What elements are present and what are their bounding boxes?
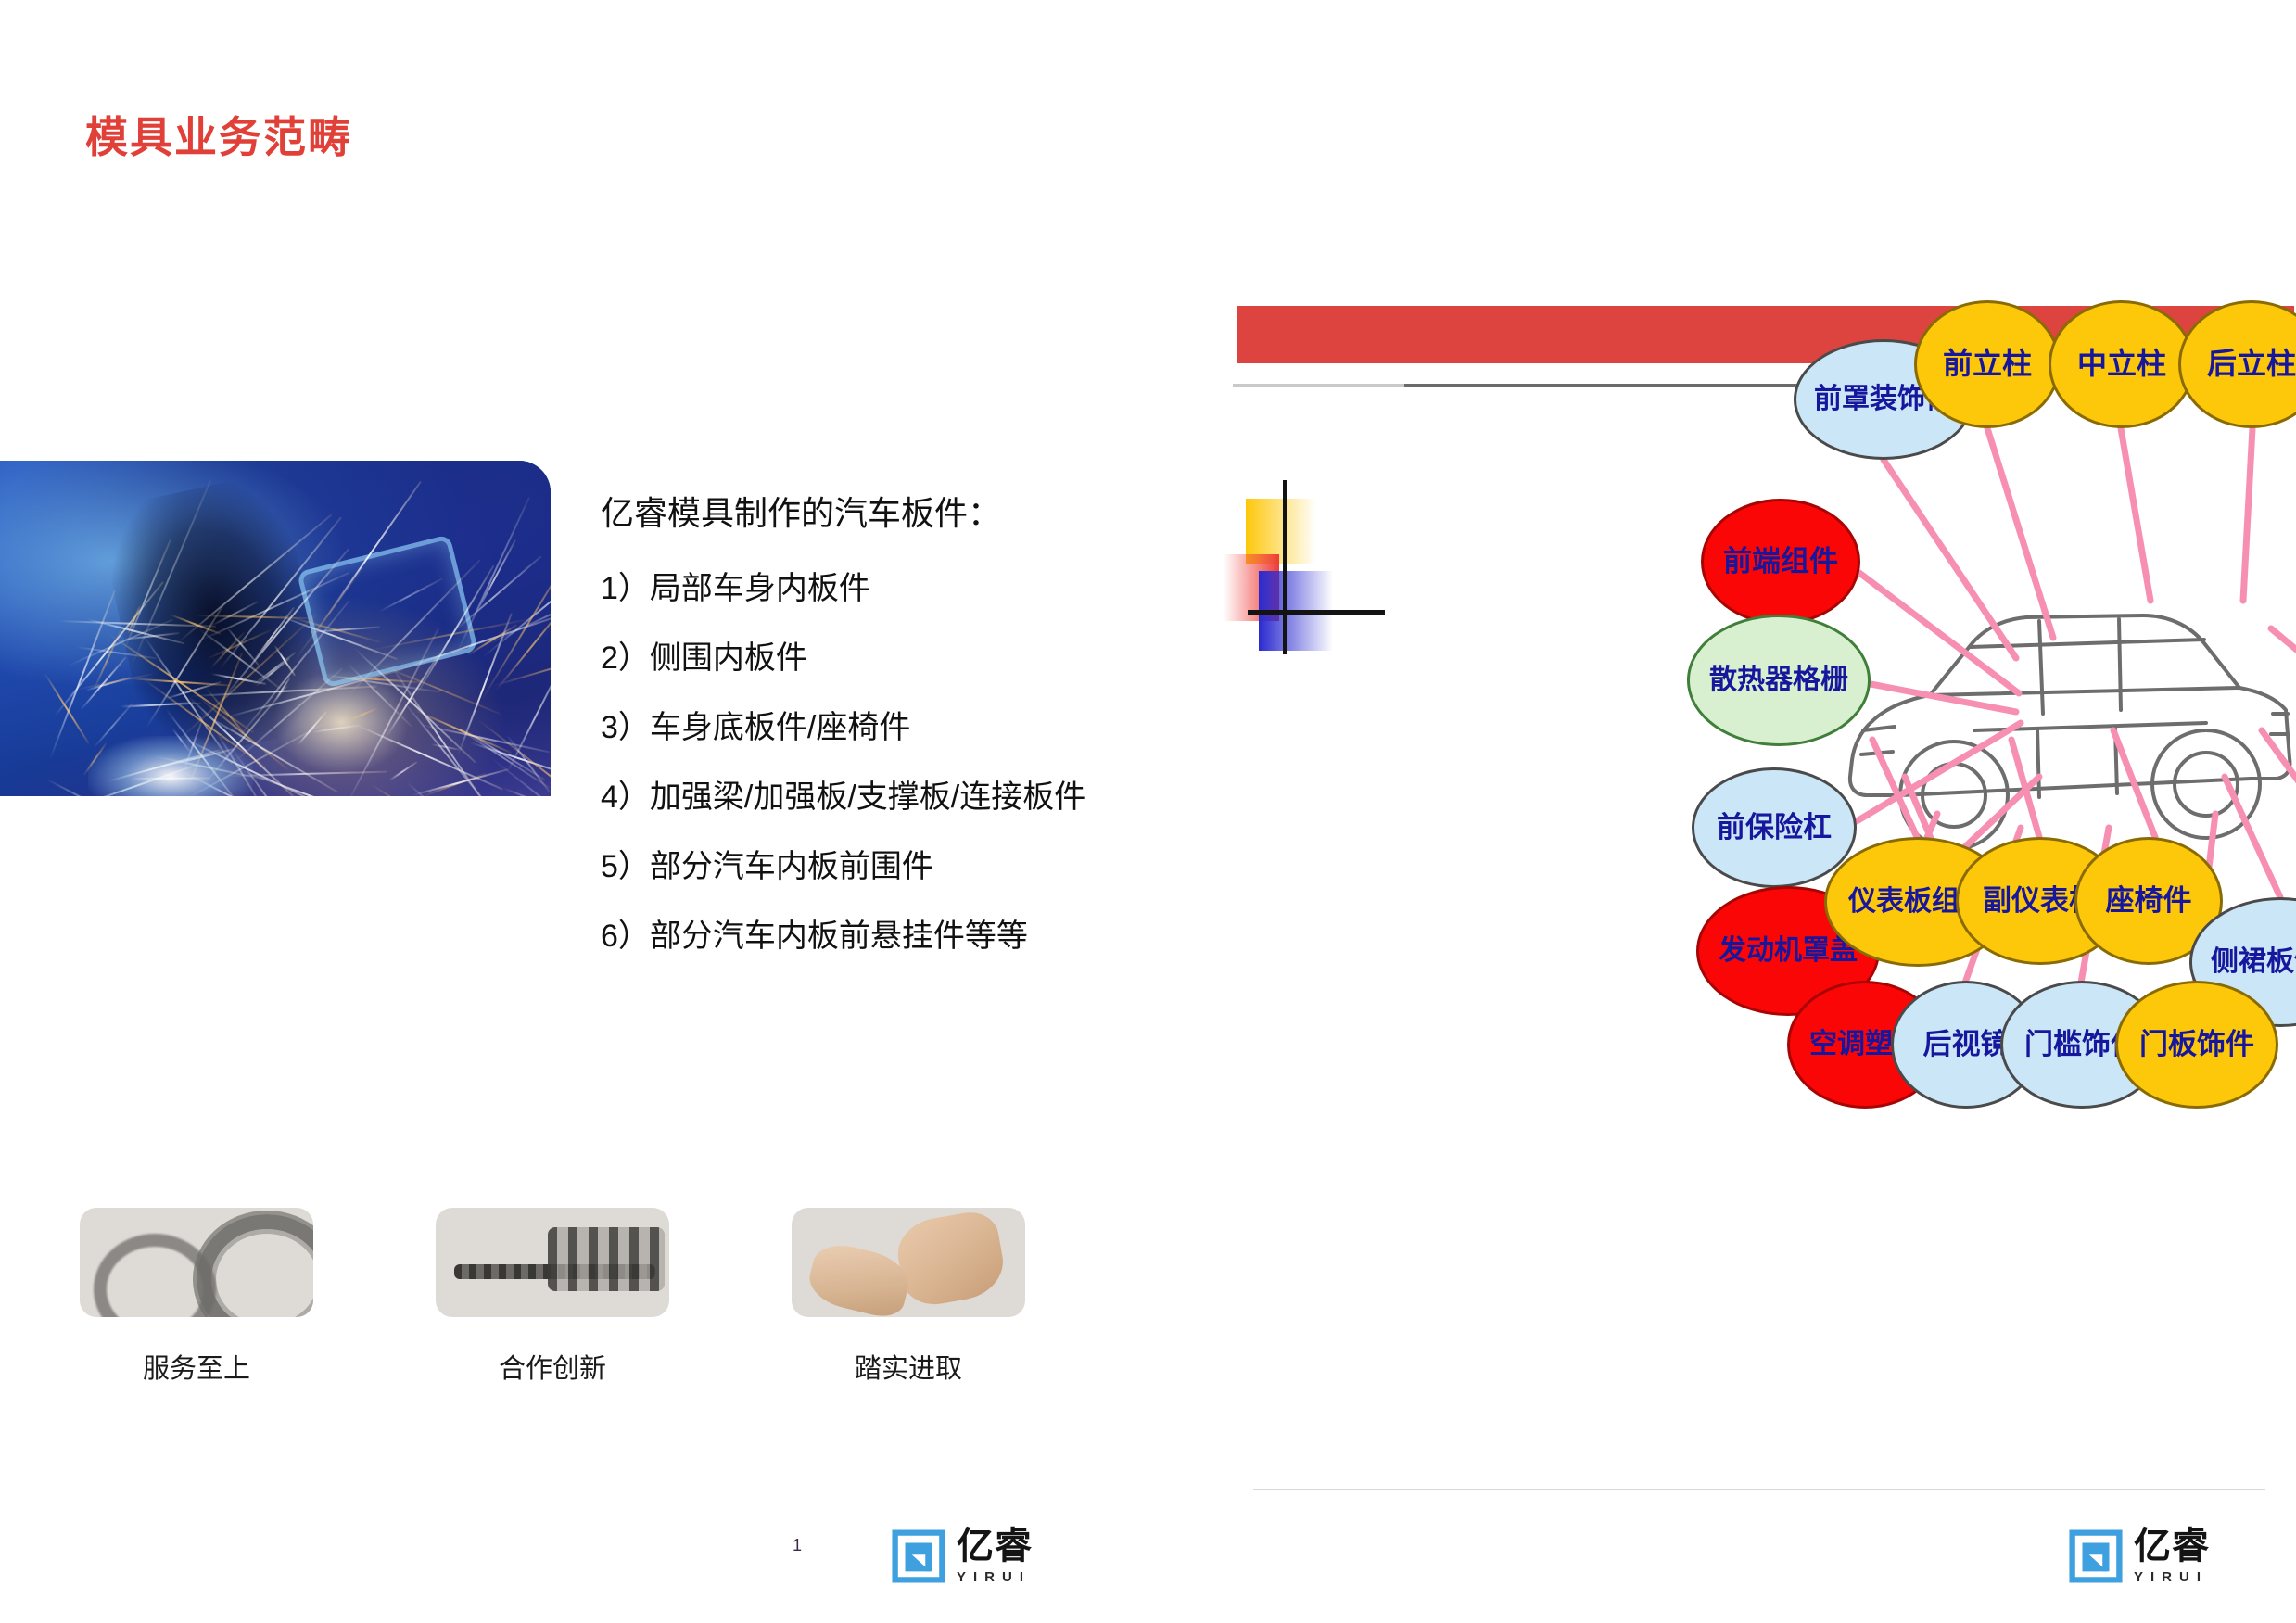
logo-en-text: YIRUI [2134, 1569, 2209, 1585]
diagram-node-front-pillar[interactable]: 前立柱 [1914, 300, 2061, 428]
list-item: 2）侧围内板件 [601, 640, 807, 676]
company-logo: 亿睿 YIRUI [892, 1528, 1033, 1584]
diagram-node-label: 散热器格栅 [1709, 665, 1848, 696]
diagram-node-label: 后视镜 [1922, 1027, 2010, 1060]
connector-line [2221, 773, 2284, 901]
connector-line [1856, 569, 2023, 697]
page-title: 模具业务范畴 [85, 113, 352, 161]
logo-cn-text: 亿睿 [957, 1526, 1033, 1566]
value-card: 踏实进取 [792, 1208, 1025, 1386]
diagram-node-label: 中立柱 [2076, 347, 2166, 381]
yirui-mark-icon [892, 1528, 945, 1583]
diagram-node-front-end-module[interactable]: 前端组件 [1701, 499, 1860, 625]
diagram-node-label: 门板饰件 [2139, 1027, 2254, 1060]
list-item: 4）加强梁/加强板/支撑板/连接板件 [601, 780, 1086, 815]
diagram-node-door-panel-trim[interactable]: 门板饰件 [2115, 981, 2278, 1109]
value-card: 服务至上 [80, 1208, 313, 1386]
logo-wordmark: 亿睿 YIRUI [2134, 1528, 2210, 1584]
company-logo: 亿睿 YIRUI [2069, 1528, 2210, 1584]
connector-line [1853, 719, 2024, 825]
list-item: 6）部分汽车内板前悬挂件等等 [601, 919, 1028, 954]
assembly-line-photo-icon [436, 1208, 669, 1317]
sedan-car-outline [1847, 614, 2292, 851]
diagram-node-label: 前保险杠 [1717, 810, 1832, 843]
diagram-node-label: 后立柱 [2206, 347, 2296, 381]
drafting-hands-photo-icon [792, 1208, 1025, 1317]
connector-line [2239, 425, 2256, 604]
page-number: 1 [793, 1536, 803, 1554]
yirui-mark-icon [2069, 1528, 2123, 1583]
car-parts-diagram: 前罩装饰件前立柱中立柱后立柱行李箱 饰件前端组件散热器格栅后保险杠前保险杠轮盖装… [1224, 295, 2296, 1481]
list-item: 1）局部车身内板件 [601, 571, 870, 606]
gears-photo-icon [80, 1208, 313, 1317]
value-card-label: 服务至上 [142, 1354, 250, 1384]
parts-list-heading: 亿睿模具制作的汽车板件： [601, 494, 1002, 532]
connector-line [1984, 425, 2057, 641]
connector-line [2258, 727, 2296, 784]
photo-weld-flash [88, 735, 254, 796]
diagram-node-label: 发动机罩盖 [1719, 935, 1858, 967]
diagram-node-radiator-grille[interactable]: 散热器格栅 [1687, 615, 1871, 746]
diagram-node-rear-pillar[interactable]: 后立柱 [2178, 300, 2296, 428]
logo-wordmark: 亿睿 YIRUI [957, 1528, 1033, 1584]
welding-sparks-photo [0, 461, 551, 796]
value-cards-row: 服务至上 合作创新 踏实进取 [80, 1208, 1062, 1386]
diagram-node-label: 座椅件 [2105, 883, 2192, 917]
diagram-node-label: 前立柱 [1942, 347, 2032, 381]
value-card-label: 合作创新 [498, 1354, 606, 1384]
connector-line [1867, 680, 2020, 716]
connector-line [2117, 425, 2154, 604]
diagram-node-front-bumper[interactable]: 前保险杠 [1692, 767, 1857, 888]
decorative-squares-icon [1224, 480, 1385, 654]
connector-line [2267, 625, 2296, 654]
list-item: 3）车身底板件/座椅件 [601, 710, 911, 745]
list-item: 5）部分汽车内板前围件 [601, 849, 933, 884]
connector-line [1869, 736, 1921, 841]
parts-list-block: 亿睿模具制作的汽车板件： 1）局部车身内板件 2）侧围内板件 3）车身底板件/座… [601, 487, 1212, 980]
diagram-node-label: 前端组件 [1723, 544, 1838, 577]
value-card-label: 踏实进取 [854, 1354, 962, 1384]
connector-line [1880, 456, 2020, 662]
diagram-node-label: 侧裙板饰件 [2211, 946, 2296, 978]
value-card: 合作创新 [436, 1208, 669, 1386]
footer-divider [1253, 1489, 2265, 1490]
connector-line [2110, 727, 2159, 841]
connector-line [2008, 736, 2043, 841]
logo-en-text: YIRUI [957, 1569, 1032, 1585]
diagram-node-center-pillar[interactable]: 中立柱 [2049, 300, 2195, 428]
logo-cn-text: 亿睿 [2134, 1526, 2210, 1566]
